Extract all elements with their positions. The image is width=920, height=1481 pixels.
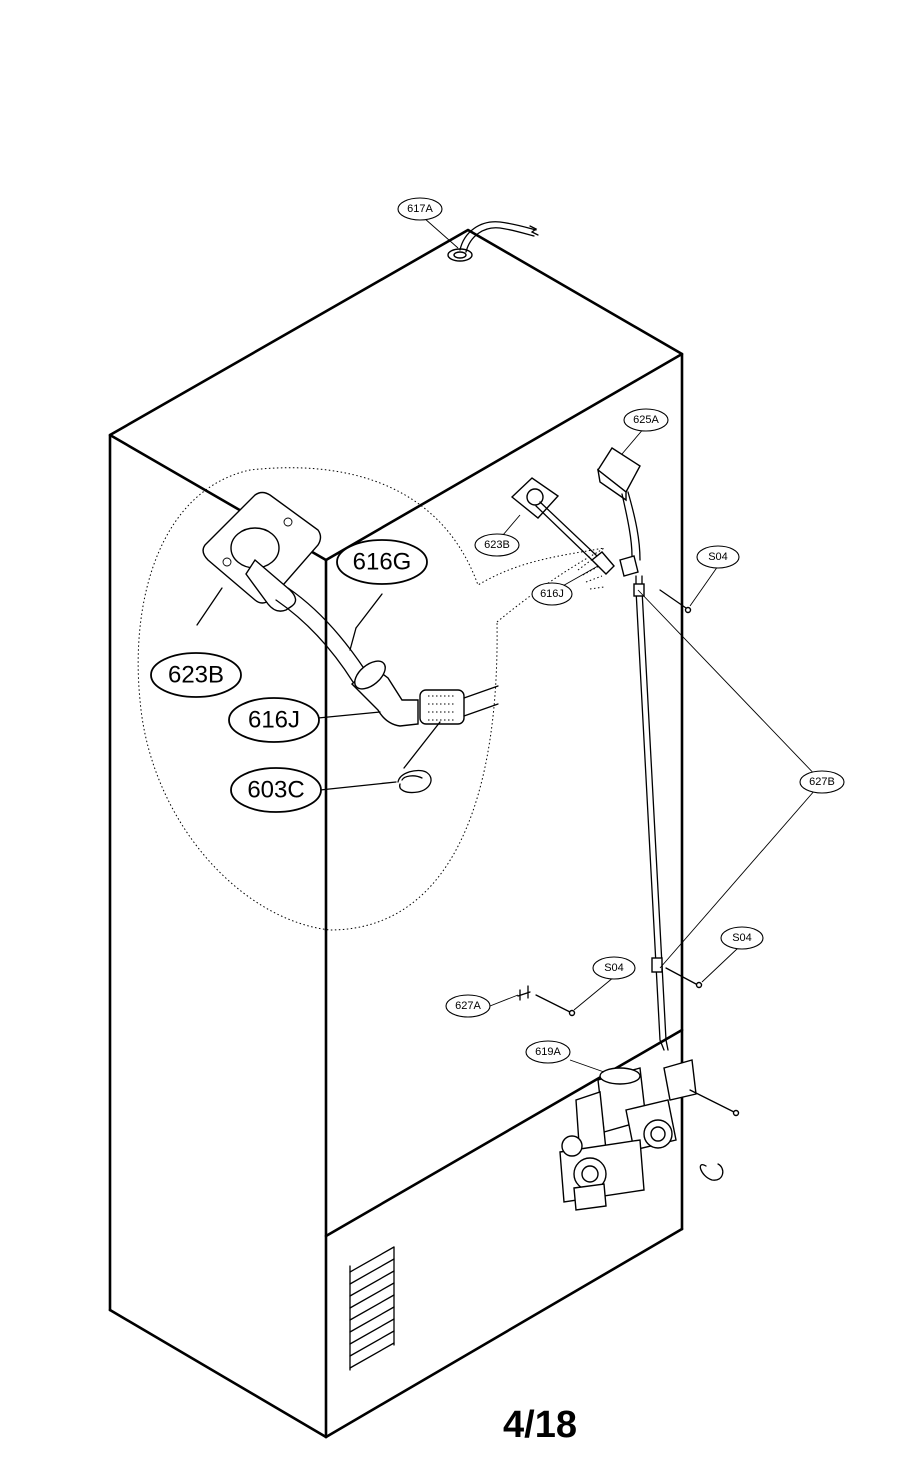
- valve-box-625A: [597, 447, 641, 561]
- drain-tube: [633, 575, 669, 1051]
- coupling-detail: [419, 685, 499, 725]
- svg-text:623B: 623B: [484, 539, 510, 551]
- label-623B-big: 623B: [150, 652, 242, 698]
- vent-grille: [349, 1246, 395, 1371]
- label-S04-right: S04: [720, 926, 764, 950]
- svg-text:616J: 616J: [248, 707, 300, 734]
- svg-text:627B: 627B: [809, 776, 835, 788]
- label-616G-big: 616G: [336, 539, 428, 585]
- label-627A: 627A: [445, 994, 491, 1018]
- tube-616G-detail: [275, 587, 366, 683]
- svg-text:616J: 616J: [540, 588, 564, 600]
- label-616J-small: 616J: [531, 582, 573, 606]
- svg-text:623B: 623B: [168, 662, 224, 689]
- label-616J-big: 616J: [228, 697, 320, 743]
- label-625A: 625A: [623, 408, 669, 432]
- screw-S04-top: [659, 589, 692, 614]
- fitting-623B-detail: [202, 491, 322, 612]
- elbow-616J-detail: [350, 660, 419, 727]
- label-S04-top: S04: [696, 545, 740, 569]
- refrigerator-cabinet: [108, 228, 684, 1439]
- screw-S04-right: [665, 967, 703, 989]
- label-617A: 617A: [397, 197, 443, 221]
- detail-callout-bubble: [137, 467, 606, 931]
- svg-text:S04: S04: [732, 932, 752, 944]
- svg-text:627A: 627A: [455, 1000, 481, 1012]
- small-fitting-623B: [510, 477, 598, 561]
- svg-text:619A: 619A: [535, 1046, 561, 1058]
- label-603C-big: 603C: [230, 767, 322, 813]
- elbow-616J-small: [590, 551, 639, 577]
- leader-lines: [196, 217, 823, 1073]
- svg-text:617A: 617A: [407, 203, 433, 215]
- svg-text:S04: S04: [708, 551, 728, 563]
- screw-S04-mid: [535, 994, 576, 1017]
- page-number: 4/18: [503, 1404, 577, 1446]
- svg-text:616G: 616G: [353, 549, 412, 576]
- label-627B: 627B: [799, 770, 845, 794]
- supply-tube-617A: [447, 221, 539, 262]
- label-S04-mid: S04: [592, 956, 636, 980]
- svg-text:603C: 603C: [247, 777, 304, 804]
- water-valve-619A: [559, 1059, 740, 1211]
- clip-627A: [517, 985, 531, 1001]
- svg-text:625A: 625A: [633, 414, 659, 426]
- label-623B-small: 623B: [474, 533, 520, 557]
- label-619A: 619A: [525, 1040, 571, 1064]
- clip-603C-detail: [397, 769, 432, 794]
- svg-text:S04: S04: [604, 962, 624, 974]
